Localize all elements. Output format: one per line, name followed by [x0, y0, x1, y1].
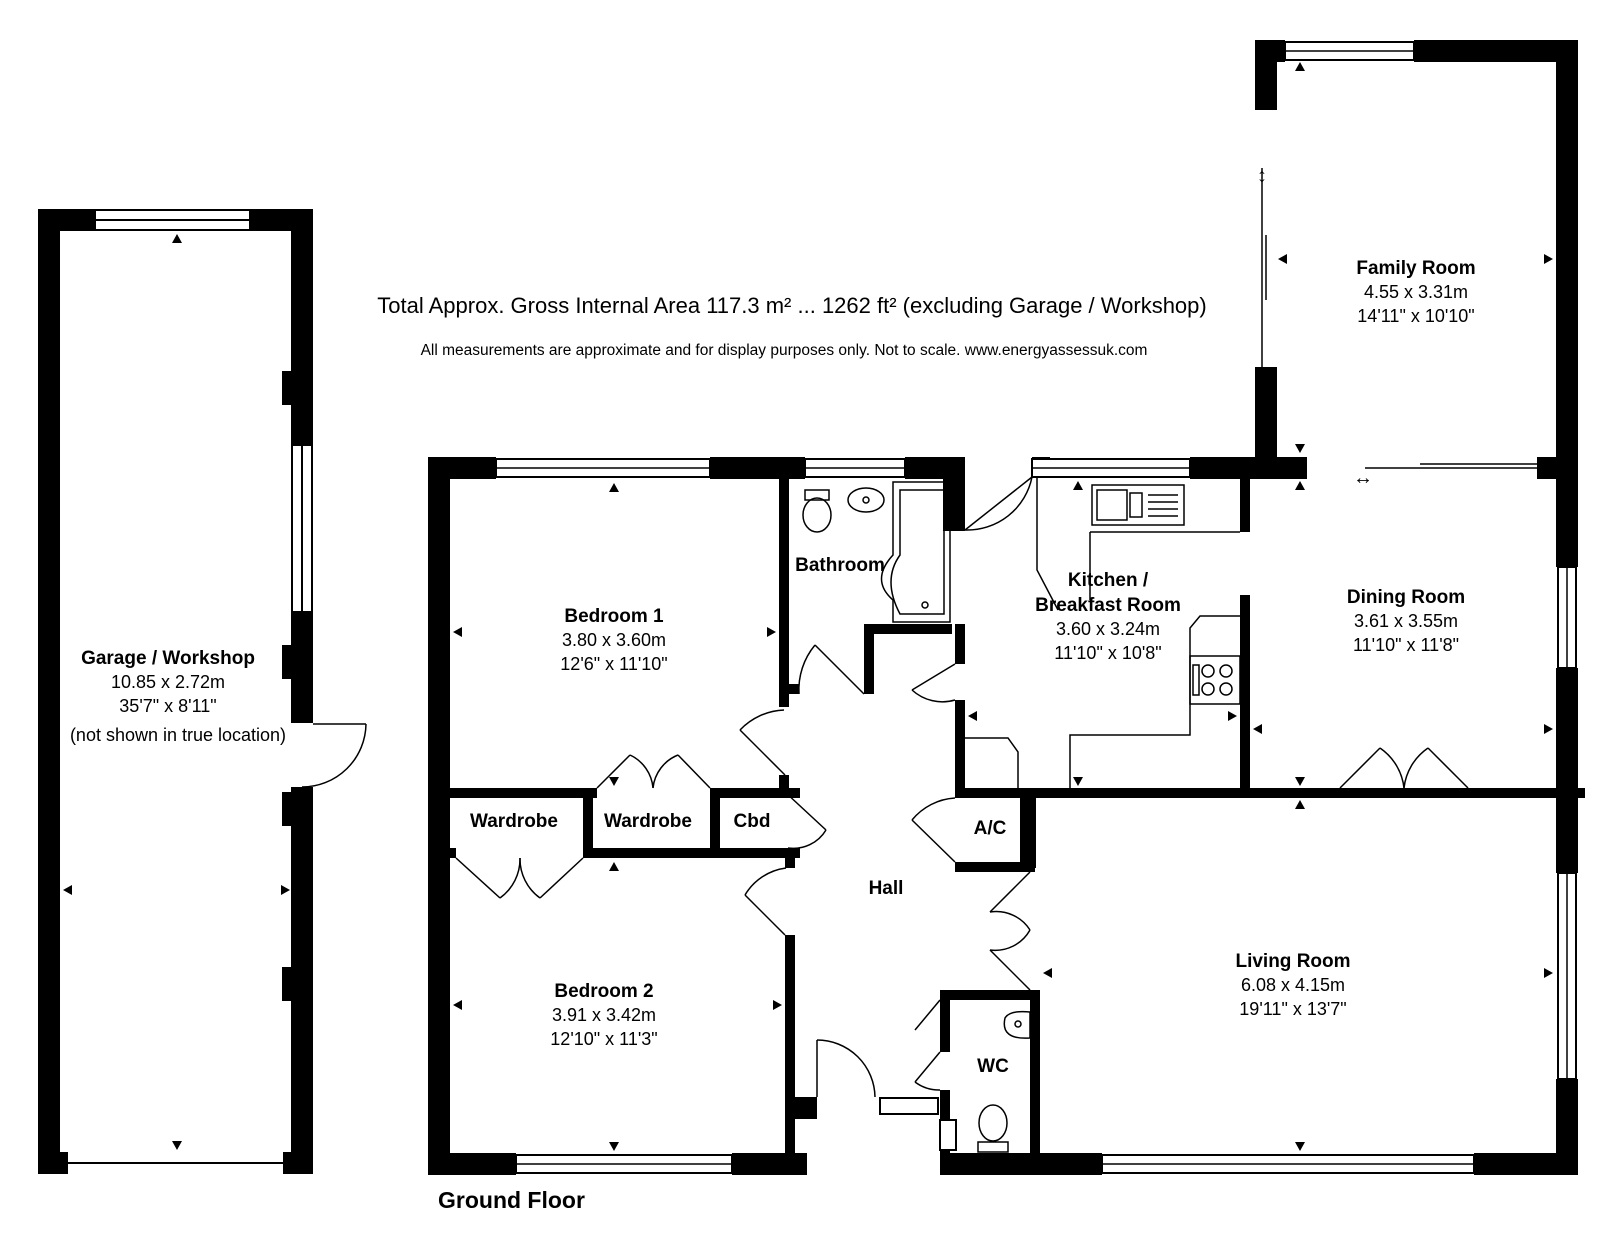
bedroom1-name: Bedroom 1	[564, 606, 664, 627]
garage-name: Garage / Workshop	[81, 648, 255, 669]
hall-name: Hall	[869, 878, 904, 899]
wardrobe2-name: Wardrobe	[604, 811, 692, 832]
disclaimer-text: All measurements are approximate and for…	[421, 342, 1148, 359]
kitchen-name-line2: Breakfast Room	[1035, 595, 1181, 616]
family-room-name: Family Room	[1356, 258, 1475, 279]
garage-window-top	[94, 209, 251, 231]
total-area-heading: Total Approx. Gross Internal Area 117.3 …	[377, 293, 1206, 318]
kitchen-metric: 3.60 x 3.24m	[1056, 619, 1160, 639]
living-room-metric: 6.08 x 4.15m	[1241, 975, 1345, 995]
bedroom1-metric: 3.80 x 3.60m	[562, 630, 666, 650]
toilet-icon	[802, 497, 832, 533]
wc-fixtures	[977, 1010, 1031, 1153]
wardrobe1-name: Wardrobe	[470, 811, 558, 832]
bath-icon	[880, 481, 951, 623]
kitchen-imperial: 11'10" x 10'8"	[1054, 643, 1161, 663]
dimension-arrows	[63, 62, 1553, 1151]
family-room-sliding-opening	[1261, 168, 1537, 469]
family-room-metric: 4.55 x 3.31m	[1364, 282, 1468, 302]
kitchen-fittings	[965, 477, 1241, 788]
family-room-imperial: 14'11" x 10'10"	[1357, 306, 1474, 326]
bedroom2-imperial: 12'10" x 11'3"	[550, 1029, 657, 1049]
doors	[455, 476, 1469, 1098]
dining-room-name: Dining Room	[1347, 587, 1465, 608]
kitchen-name-line1: Kitchen /	[1068, 570, 1149, 591]
garage-imperial: 35'7" x 8'11"	[119, 696, 216, 716]
wc-name: WC	[977, 1056, 1009, 1077]
sliding-arrow-icon: ↔	[1353, 467, 1373, 489]
living-room-name: Living Room	[1235, 951, 1350, 972]
living-room-imperial: 19'11" x 13'7"	[1239, 999, 1346, 1019]
garage-window-right	[291, 444, 313, 613]
floor-label: Ground Floor	[438, 1187, 585, 1213]
hob-icon	[1189, 655, 1241, 705]
dining-room-imperial: 11'10" x 11'8"	[1353, 635, 1459, 655]
window-center-lines	[496, 50, 1568, 1165]
basin-icon	[847, 487, 885, 513]
dining-room-metric: 3.61 x 3.55m	[1354, 611, 1458, 631]
garage-metric: 10.85 x 2.72m	[111, 672, 225, 692]
bathroom-name: Bathroom	[795, 555, 885, 576]
sliding-arrow-icon: ↕	[1257, 165, 1267, 187]
garage-side-door	[301, 723, 367, 788]
bedroom2-metric: 3.91 x 3.42m	[552, 1005, 656, 1025]
bedroom1-imperial: 12'6" x 11'10"	[560, 654, 667, 674]
wc-basin-icon	[1003, 1010, 1031, 1039]
wc-toilet-icon	[978, 1104, 1008, 1142]
garage-note: (not shown in true location)	[70, 725, 286, 745]
sink-icon	[1091, 484, 1185, 526]
front-door-step	[879, 1097, 939, 1115]
bedroom2-name: Bedroom 2	[554, 981, 653, 1002]
bathroom-fixtures	[802, 481, 951, 623]
house-walls	[428, 40, 1585, 1175]
ac-name: A/C	[974, 818, 1007, 839]
cbd-name: Cbd	[734, 811, 771, 832]
wc-window	[939, 1119, 957, 1151]
garage-walls	[38, 209, 313, 1174]
